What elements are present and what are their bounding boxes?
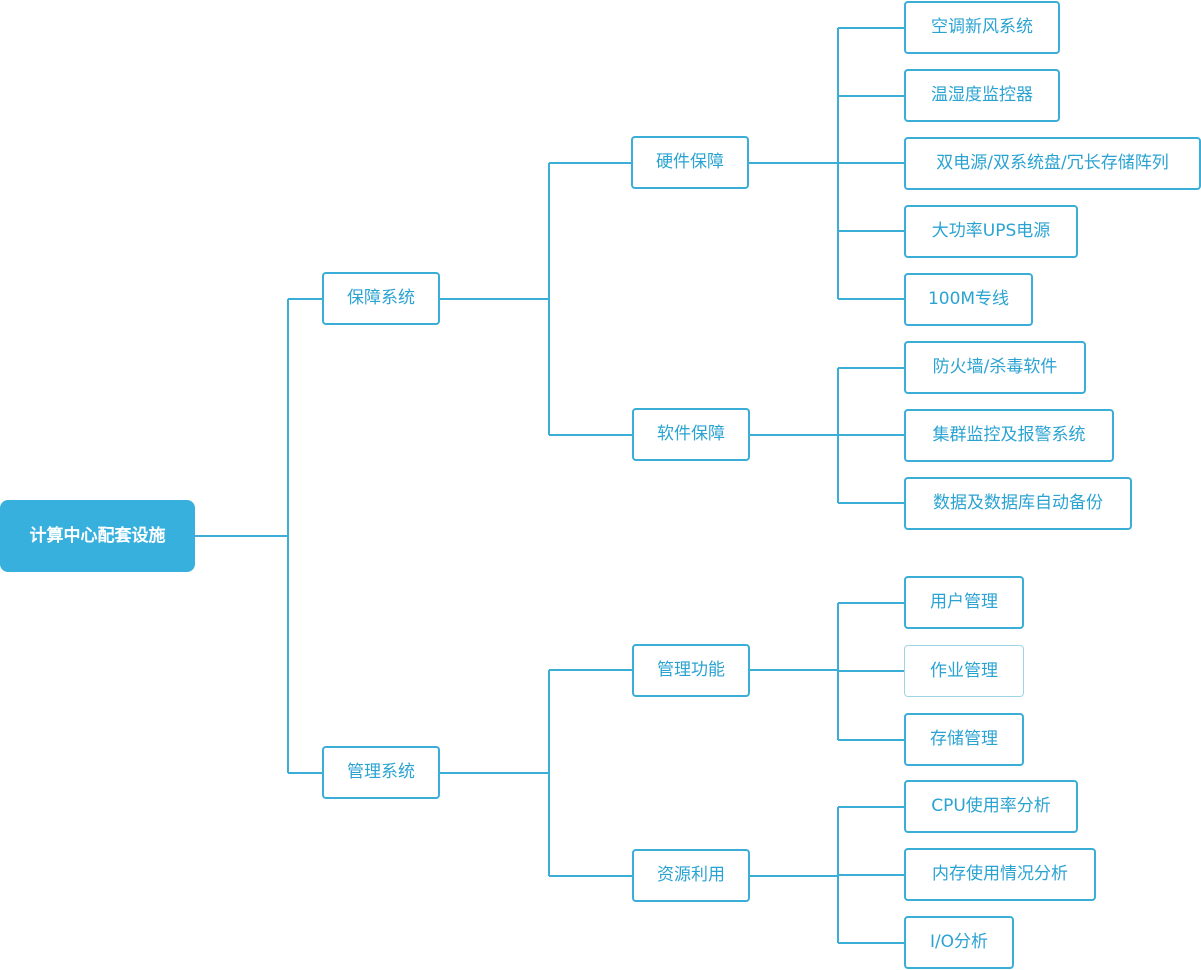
leaf-job-management[interactable]: 作业管理 [904, 645, 1024, 697]
node-resource-usage[interactable]: 资源利用 [632, 849, 750, 902]
connector-mgmt [750, 602, 905, 741]
leaf-ups[interactable]: 大功率UPS电源 [904, 205, 1078, 258]
connector-hardware [749, 27, 905, 300]
leaf-cpu-analysis[interactable]: CPU使用率分析 [904, 780, 1078, 833]
leaf-storage-management[interactable]: 存储管理 [904, 713, 1024, 766]
connector-root [195, 298, 323, 774]
node-guanli-system[interactable]: 管理系统 [322, 746, 440, 799]
root-node[interactable]: 计算中心配套设施 [0, 500, 195, 572]
leaf-hvac[interactable]: 空调新风系统 [904, 1, 1060, 54]
leaf-humidity-monitor[interactable]: 温湿度监控器 [904, 69, 1060, 122]
leaf-dual-power-storage[interactable]: 双电源/双系统盘/冗长存储阵列 [904, 137, 1201, 190]
leaf-memory-analysis[interactable]: 内存使用情况分析 [904, 848, 1096, 901]
connector-baozhang [440, 162, 633, 436]
leaf-cluster-monitor[interactable]: 集群监控及报警系统 [904, 409, 1114, 462]
node-baozhang-system[interactable]: 保障系统 [322, 272, 440, 325]
leaf-backup[interactable]: 数据及数据库自动备份 [904, 477, 1132, 530]
connector-resource [750, 806, 905, 944]
leaf-io-analysis[interactable]: I/O分析 [904, 916, 1014, 969]
connector-guanli [440, 669, 633, 877]
node-hardware[interactable]: 硬件保障 [631, 136, 749, 189]
connector-software [750, 367, 905, 504]
node-software[interactable]: 软件保障 [632, 408, 750, 461]
node-management-functions[interactable]: 管理功能 [632, 644, 750, 697]
leaf-user-management[interactable]: 用户管理 [904, 576, 1024, 629]
leaf-firewall[interactable]: 防火墙/杀毒软件 [904, 341, 1086, 394]
leaf-dedicated-line[interactable]: 100M专线 [904, 273, 1033, 326]
